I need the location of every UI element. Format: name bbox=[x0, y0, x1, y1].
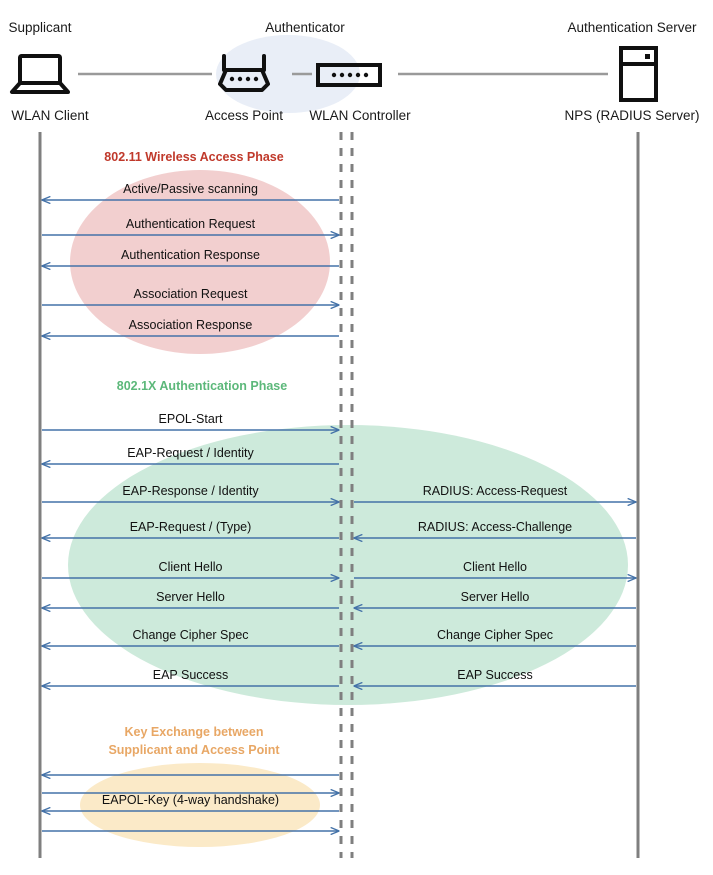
wireless-access-point-icon bbox=[218, 54, 270, 92]
message-label-left-11: Change Cipher Spec bbox=[132, 628, 249, 642]
actor-device-access-point: Access Point bbox=[204, 108, 284, 123]
actor-device-nps-radius-server: NPS (RADIUS Server) bbox=[564, 108, 700, 123]
message-label-left-8: EAP-Request / (Type) bbox=[129, 520, 252, 534]
phase-ellipse-80211 bbox=[70, 170, 330, 354]
phase-ellipse-keyexchange bbox=[80, 763, 320, 847]
laptop-icon bbox=[10, 54, 70, 94]
actor-role-authentication-server: Authentication Server bbox=[567, 20, 697, 35]
phase-label-8021x: 802.1X Authentication Phase bbox=[116, 379, 288, 393]
message-label-left-5: EPOL-Start bbox=[158, 412, 223, 426]
phase-label-80211: 802.11 Wireless Access Phase bbox=[104, 150, 284, 164]
message-label-left-2: Authentication Response bbox=[121, 248, 260, 262]
actor-device-wlan-client: WLAN Client bbox=[11, 108, 89, 123]
message-arrows-right bbox=[354, 502, 636, 686]
message-arrows-left bbox=[42, 200, 339, 831]
message-label-left-4: Association Response bbox=[128, 318, 253, 332]
phase-label-key-exchange: Key Exchange between Supplicant and Acce… bbox=[108, 723, 279, 759]
actor-role-authenticator: Authenticator bbox=[265, 20, 345, 35]
server-rack-icon bbox=[619, 46, 658, 102]
actor-device-wlan-controller: WLAN Controller bbox=[309, 108, 411, 123]
message-label-right-1: RADIUS: Access-Challenge bbox=[417, 520, 573, 534]
phase-ellipse-8021x bbox=[68, 425, 628, 705]
message-label-left-1: Authentication Request bbox=[125, 217, 256, 231]
message-label-left-3: Association Request bbox=[133, 287, 248, 301]
message-label-right-3: Server Hello bbox=[460, 590, 530, 604]
message-label-right-0: RADIUS: Access-Request bbox=[422, 484, 568, 498]
message-label-left-7: EAP-Response / Identity bbox=[122, 484, 259, 498]
phase-label-key-exchange-line2: Supplicant and Access Point bbox=[108, 743, 280, 758]
message-label-left-9: Client Hello bbox=[158, 560, 223, 574]
message-label-left-15: EAPOL-Key (4-way handshake) bbox=[101, 793, 280, 807]
authenticator-halo bbox=[216, 35, 360, 113]
message-label-left-0: Active/Passive scanning bbox=[123, 182, 258, 196]
message-label-right-2: Client Hello bbox=[463, 560, 527, 574]
message-label-right-5: EAP Success bbox=[457, 668, 533, 682]
actor-role-supplicant: Supplicant bbox=[8, 20, 72, 35]
phase-label-key-exchange-line1: Key Exchange between bbox=[124, 725, 264, 739]
message-label-left-12: EAP Success bbox=[152, 668, 229, 682]
message-label-right-4: Change Cipher Spec bbox=[436, 628, 554, 642]
wlan-controller-icon bbox=[316, 63, 382, 87]
message-label-left-6: EAP-Request / Identity bbox=[127, 446, 254, 460]
message-label-left-10: Server Hello bbox=[156, 590, 225, 604]
